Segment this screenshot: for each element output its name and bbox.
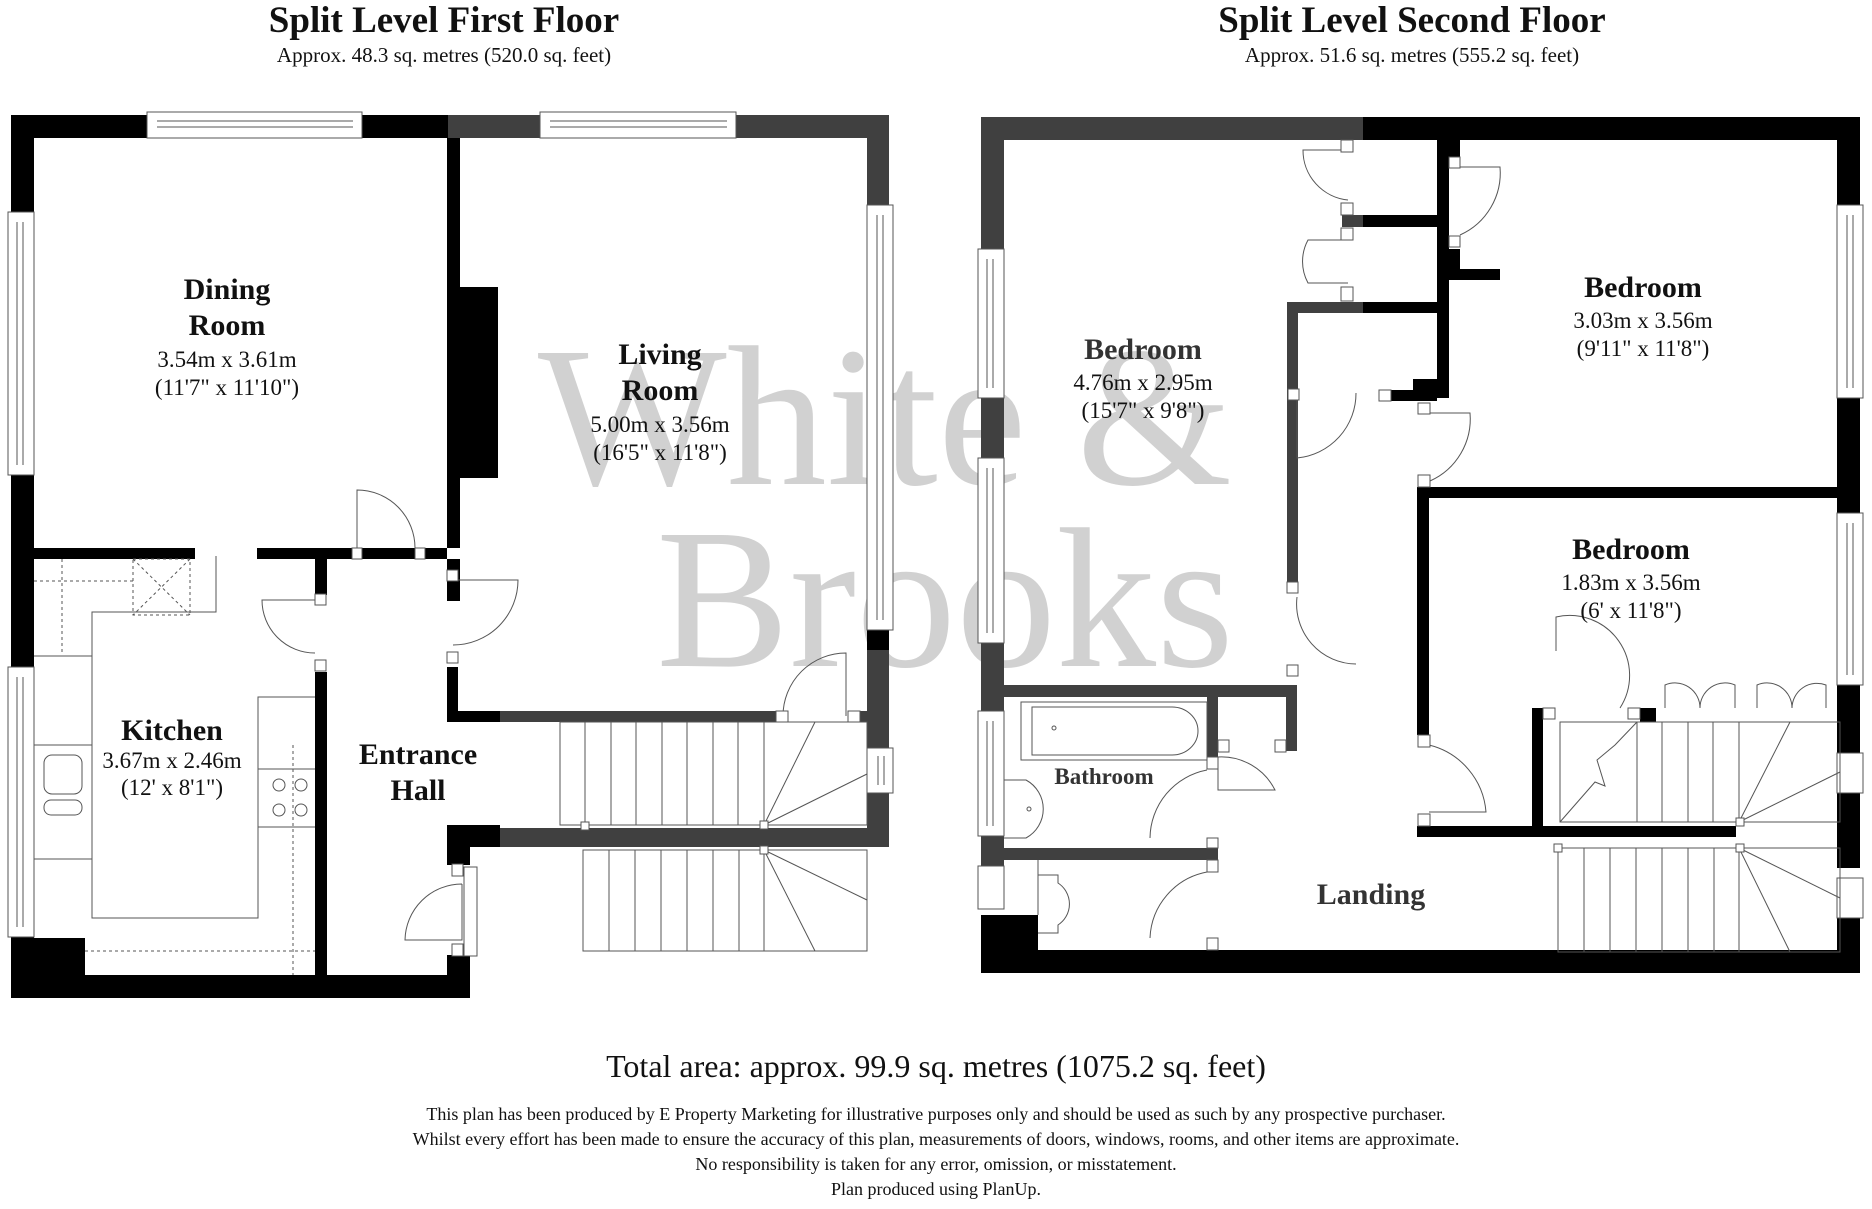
second-floor-stairs [1553, 721, 1841, 953]
bedroom-2-dim-m: 3.03m x 3.56m [1573, 308, 1713, 333]
living-room-name-1: Living [618, 338, 702, 371]
first-floor-doors [261, 489, 861, 957]
first-floor-walls [11, 115, 500, 998]
living-room-dim-ft: (16'5" x 11'8") [593, 440, 727, 465]
bedroom-3-dim-ft: (6' x 11'8") [1580, 598, 1682, 623]
dining-room-dim-m: 3.54m x 3.61m [157, 347, 297, 372]
second-floor-shared-walls [981, 117, 1363, 866]
disclaimer-line-1: This plan has been produced by E Propert… [426, 1104, 1446, 1124]
bedroom-1-dim-m: 4.76m x 2.95m [1073, 370, 1213, 395]
bedroom-1-name: Bedroom [1084, 333, 1202, 366]
bedroom-2-name: Bedroom [1584, 271, 1702, 304]
living-room-name-2: Room [621, 374, 699, 407]
kitchen-dim-ft: (12' x 8'1") [121, 775, 223, 800]
first-floor-stairs [559, 721, 868, 952]
dining-room-dim-ft: (11'7" x 11'10") [154, 375, 300, 400]
bedroom-2-dim-ft: (9'11" x 11'8") [1576, 336, 1710, 361]
watermark-line-2: Brooks [656, 489, 1234, 710]
living-room-dim-m: 5.00m x 3.56m [590, 412, 730, 437]
bedroom-3-name: Bedroom [1572, 533, 1690, 566]
entrance-hall-name-1: Entrance [358, 738, 478, 771]
second-floor-walls [981, 117, 1860, 973]
landing-name: Landing [1316, 878, 1426, 911]
bedroom-1-dim-ft: (15'7" x 9'8") [1081, 398, 1205, 423]
kitchen-name: Kitchen [121, 714, 223, 747]
disclaimer-line-4: Plan produced using PlanUp. [831, 1179, 1041, 1199]
bathroom-fixtures [1004, 701, 1208, 934]
bedroom-3-dim-m: 1.83m x 3.56m [1561, 570, 1701, 595]
second-floor-area: Approx. 51.6 sq. metres (555.2 sq. feet) [1244, 43, 1580, 67]
total-area: Total area: approx. 99.9 sq. metres (107… [606, 1048, 1266, 1084]
dining-room-name-2: Room [188, 309, 266, 342]
kitchen-fixtures [34, 556, 315, 975]
kitchen-dim-m: 3.67m x 2.46m [102, 748, 242, 773]
first-floor-title: Split Level First Floor [268, 0, 620, 41]
first-floor-windows [7, 111, 894, 957]
second-floor-windows [977, 204, 1864, 919]
first-floor-area: Approx. 48.3 sq. metres (520.0 sq. feet) [276, 43, 612, 67]
second-floor-title: Split Level Second Floor [1218, 0, 1606, 41]
entrance-hall-name-2: Hall [390, 774, 446, 807]
disclaimer-line-3: No responsibility is taken for any error… [695, 1154, 1177, 1174]
second-floor-doors [1149, 139, 1827, 951]
bathroom-name: Bathroom [1054, 764, 1154, 789]
dining-room-name-1: Dining [183, 273, 271, 306]
disclaimer-line-2: Whilst every effort has been made to ens… [412, 1129, 1460, 1149]
first-floor-shared-walls [448, 115, 889, 847]
